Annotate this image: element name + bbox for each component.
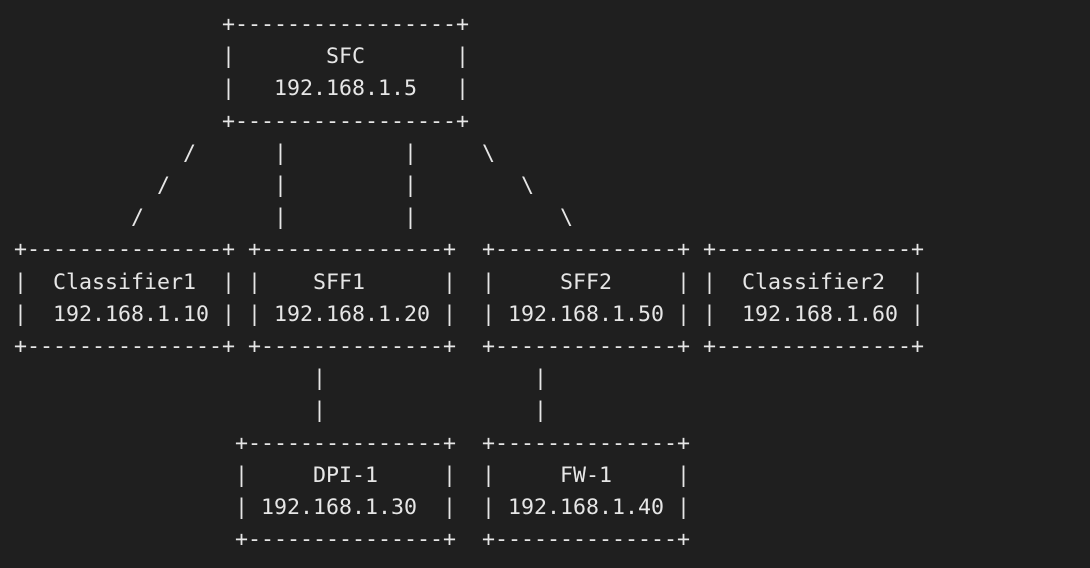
diagram-line: | 192.168.1.10 | | 192.168.1.20 | | 192.… (14, 301, 925, 327)
diagram-line: | SFC | (14, 44, 470, 70)
diagram-line: +-----------------+ (14, 108, 470, 134)
diagram-line: | 192.168.1.5 | (14, 76, 470, 102)
diagram-line: / | | \ (14, 173, 535, 199)
diagram-line: / | | \ (14, 140, 496, 166)
diagram-line: +-----------------+ (14, 12, 470, 37)
sfc-topology-ascii-diagram: +-----------------+ | SFC | | 192.168.1.… (14, 9, 924, 556)
diagram-line: | Classifier1 | | SFF1 | | SFF2 | | Clas… (14, 269, 925, 295)
diagram-line: | 192.168.1.30 | | 192.168.1.40 | (14, 495, 691, 521)
diagram-line: +---------------+ +--------------+ (14, 430, 691, 456)
diagram-line: | | (14, 366, 548, 392)
diagram-line: +---------------+ +--------------+ +----… (14, 334, 925, 360)
diagram-line: +---------------+ +--------------+ (14, 527, 691, 553)
diagram-line: +---------------+ +--------------+ +----… (14, 237, 925, 263)
diagram-line: / | | \ (14, 205, 574, 231)
diagram-line: | DPI-1 | | FW-1 | (14, 462, 691, 488)
diagram-line: | | (14, 398, 548, 424)
